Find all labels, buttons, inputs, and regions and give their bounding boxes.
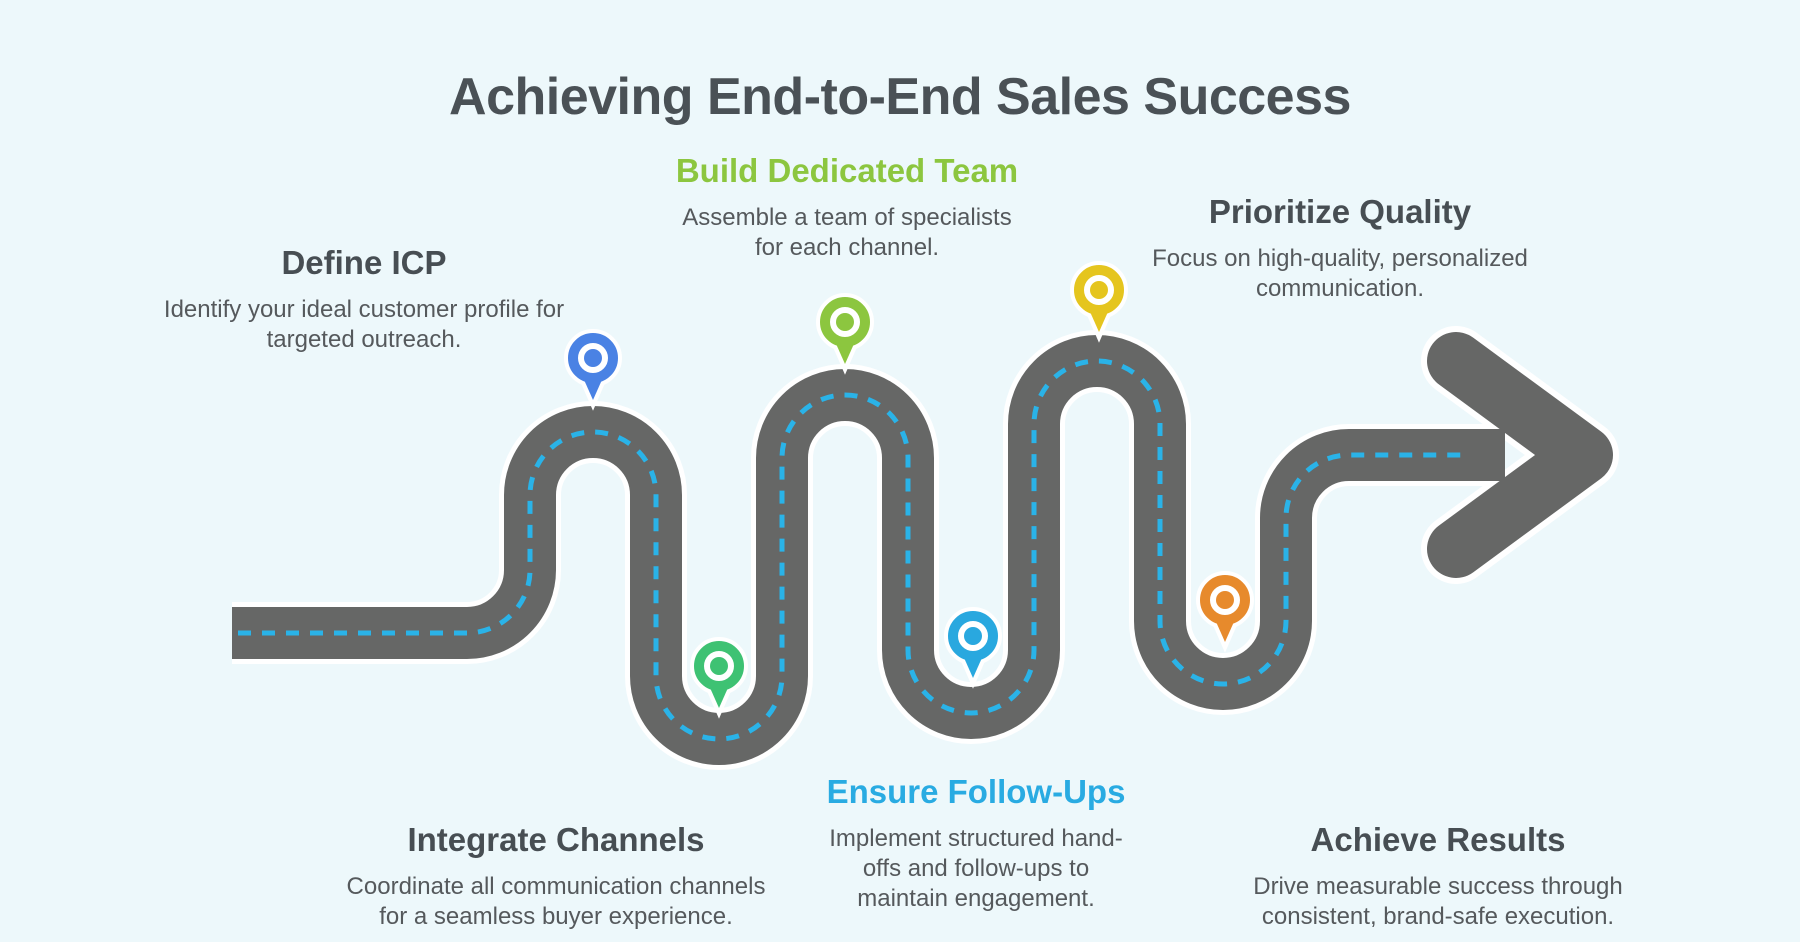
step-description: Identify your ideal customer profile for… — [163, 296, 565, 353]
pin-ensure-follow-ups-icon — [944, 607, 1002, 689]
arrow-head-icon — [1427, 332, 1613, 578]
step-title: Achieve Results — [1310, 821, 1566, 858]
step-achieve-results: Achieve Results Drive measurable success… — [1208, 820, 1668, 932]
step-description: Coordinate all communication channels fo… — [346, 873, 766, 930]
step-ensure-follow-ups: Ensure Follow-Ups Implement structured h… — [746, 772, 1206, 914]
pin-achieve-results-icon — [1196, 571, 1254, 653]
step-description: Assemble a team of specialists for each … — [682, 204, 1012, 261]
step-title: Ensure Follow-Ups — [826, 773, 1126, 810]
pin-build-dedicated-team-icon — [816, 293, 874, 375]
step-title: Build Dedicated Team — [675, 152, 1019, 189]
pin-prioritize-quality-icon — [1070, 261, 1128, 343]
pin-integrate-channels-icon — [690, 637, 748, 719]
step-prioritize-quality: Prioritize Quality Focus on high-quality… — [1110, 192, 1570, 304]
page-title: Achieving End-to-End Sales Success — [449, 67, 1351, 126]
step-title: Define ICP — [281, 244, 447, 281]
step-description: Focus on high-quality, personalized comm… — [1152, 245, 1528, 302]
step-title: Integrate Channels — [407, 821, 705, 858]
step-description: Drive measurable success through consist… — [1253, 873, 1623, 930]
step-title: Prioritize Quality — [1208, 193, 1472, 230]
step-description: Implement structured hand- offs and foll… — [829, 825, 1123, 912]
pin-define-icp-icon — [564, 329, 622, 411]
step-define-icp: Define ICP Identify your ideal customer … — [134, 243, 594, 355]
step-integrate-channels: Integrate Channels Coordinate all commun… — [326, 820, 786, 932]
road-centerline — [238, 358, 1462, 742]
step-build-dedicated-team: Build Dedicated Team Assemble a team of … — [617, 151, 1077, 263]
